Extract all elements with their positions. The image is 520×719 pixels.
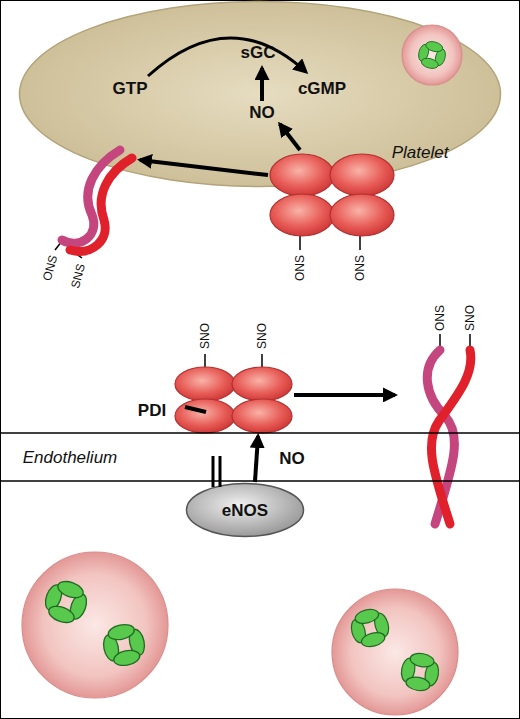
nitrosothiol-label: ONS <box>354 255 366 281</box>
platelet-granule <box>402 25 462 85</box>
membrane-line <box>0 432 520 434</box>
granule-cluster <box>399 651 442 694</box>
nitrosothiol-label: SNO <box>199 323 211 349</box>
tissue-label: Endothelium <box>23 449 118 466</box>
protein-strand <box>62 150 120 243</box>
nitrosothiol-label: SNO <box>256 323 268 349</box>
reaction-arrow <box>294 393 395 397</box>
enzyme-label: sGC <box>241 44 276 61</box>
node-outline <box>170 308 294 436</box>
protein-strand <box>431 350 470 524</box>
protein-ribbon: ONS SNO <box>395 296 495 526</box>
molecule-label: NO <box>249 104 275 121</box>
node-outline <box>268 150 398 290</box>
nitrosothiol-label: SNS <box>69 263 87 290</box>
membrane-anchor <box>212 456 215 487</box>
granule-cluster <box>40 576 92 628</box>
bond-line <box>299 236 301 250</box>
conversion-arrow <box>148 38 306 76</box>
protein-subunit <box>232 367 292 401</box>
protein-tetramer: ONS ONS <box>268 150 398 290</box>
protein-subunit <box>175 367 235 401</box>
enzyme-label: PDI <box>138 402 166 419</box>
nitrosothiol-label: ONS <box>294 255 306 281</box>
enzyme-ellipse: eNOS <box>185 482 305 538</box>
molecule-label: cGMP <box>298 80 346 97</box>
membrane-line <box>0 480 520 482</box>
bond-line <box>261 354 263 367</box>
granule-cluster <box>100 621 148 669</box>
inhibition-bar <box>185 407 206 412</box>
protein-subunit <box>270 194 334 236</box>
membrane-anchor <box>219 456 222 487</box>
granule-cluster <box>347 605 392 650</box>
bond-line <box>359 236 361 250</box>
granule-circle <box>22 552 168 698</box>
protein-subunit <box>330 154 394 196</box>
protein-strand <box>70 158 132 251</box>
enzyme-label: eNOS <box>222 502 268 519</box>
granule-circle <box>332 589 458 715</box>
protein-subunit <box>330 194 394 236</box>
nitrosothiol-label: ONS <box>434 305 446 331</box>
reaction-arrow <box>255 436 258 482</box>
protein-ribbon: ONS SNS <box>20 130 140 300</box>
molecule-label: GTP <box>113 80 148 97</box>
platelet-cell: GTP sGC cGMP NO Platelet <box>18 0 502 188</box>
endothelium-band: Endothelium NO <box>0 432 520 482</box>
protein-tetramer: SNO SNO <box>170 308 294 436</box>
granule-cluster <box>416 39 449 72</box>
activation-arrow <box>260 68 264 101</box>
protein-subunit <box>175 399 235 433</box>
granule <box>22 552 168 698</box>
reaction-arrow <box>280 124 300 150</box>
nitrosothiol-label: ONS <box>41 254 59 282</box>
protein-subunit <box>270 154 334 196</box>
molecule-label: NO <box>279 450 305 467</box>
cell-label: Platelet <box>392 144 449 161</box>
protein-subunit <box>232 399 292 433</box>
reaction-arrow <box>140 160 268 175</box>
granule-circle <box>402 25 462 85</box>
nitrosothiol-label: SNO <box>464 305 476 331</box>
node-shape <box>187 484 304 537</box>
granule <box>332 589 458 715</box>
node-shape <box>20 2 501 187</box>
bond-line <box>204 354 206 367</box>
